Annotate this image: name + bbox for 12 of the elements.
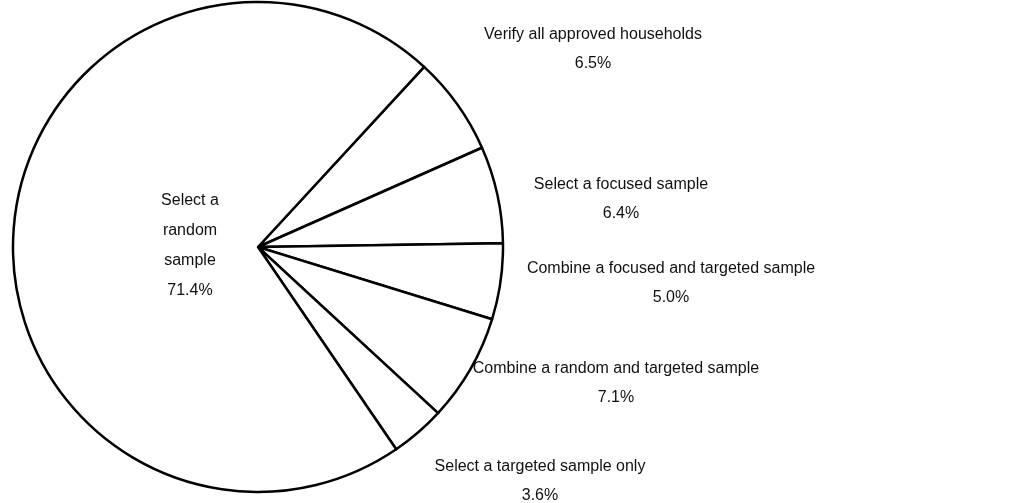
slice-label: Combine a random and targeted sample: [471, 358, 761, 378]
slice-label: Select a targeted sample only: [433, 456, 647, 476]
percent-label: 71.4%: [166, 280, 214, 300]
slice-label: Select a random sample: [160, 190, 220, 270]
percent-label: 3.6%: [520, 485, 560, 503]
slice-label: Verify all approved households: [483, 24, 703, 44]
percent-label: 6.4%: [601, 203, 641, 223]
percent-label: 6.5%: [573, 53, 613, 73]
slice-label: Combine a focused and targeted sample: [525, 258, 817, 278]
percent-label: 7.1%: [596, 387, 636, 407]
slice-label: Select a focused sample: [532, 174, 710, 194]
percent-label: 5.0%: [651, 287, 691, 307]
